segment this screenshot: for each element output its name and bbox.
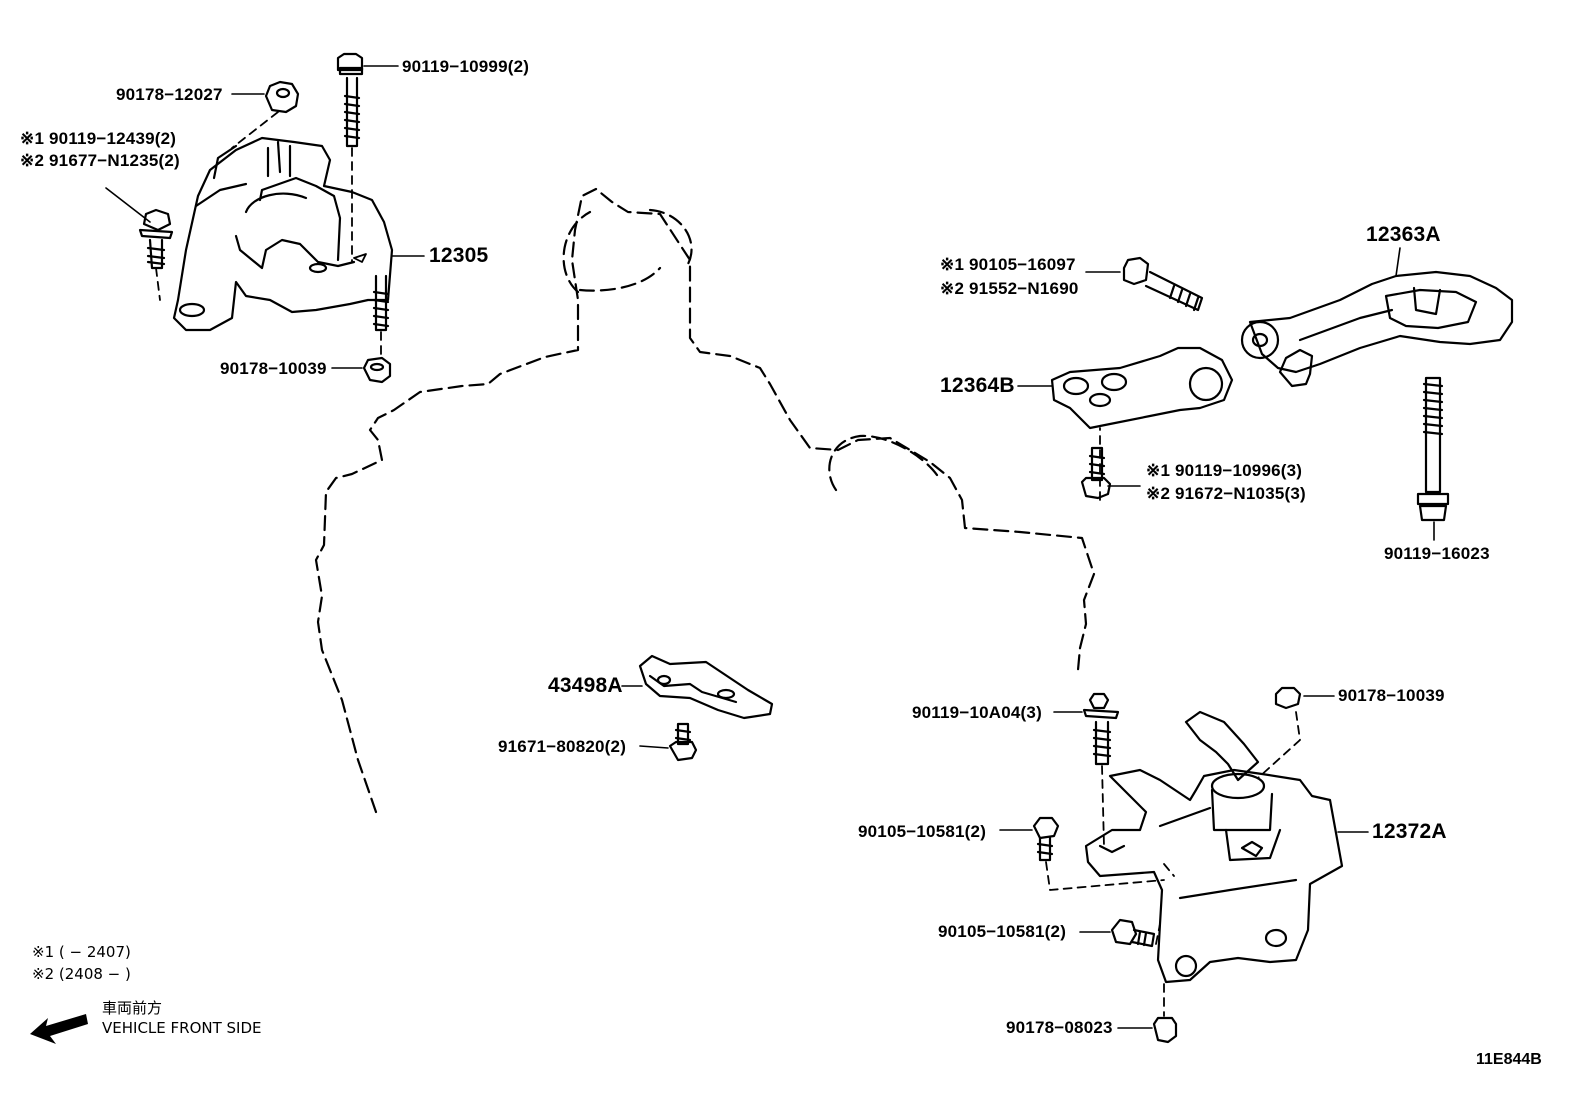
part-label-12305[interactable]: 12305 (429, 244, 489, 267)
bolt-90105-16097 (1122, 256, 1204, 312)
bolt-90105-10581-upper (1032, 816, 1060, 862)
nut-90178-10039-top (362, 356, 392, 384)
front-arrow-icon (30, 1014, 88, 1044)
applicability-note-1: ※1 ( − 2407) (32, 943, 131, 961)
nut-90178-10039-bottom (1274, 686, 1302, 710)
part-label-12363A[interactable]: 12363A (1366, 223, 1441, 246)
bolt-90119-10996 (1080, 446, 1112, 500)
part-label-43498A[interactable]: 43498A (548, 674, 623, 697)
part-label-91677-N1235[interactable]: ※2 91677−N1235(2) (20, 151, 180, 170)
part-label-90105-10581-upper[interactable]: 90105−10581(2) (858, 822, 987, 841)
engine-outline (314, 187, 1096, 814)
bolt-90105-10581-lower (1110, 918, 1156, 948)
part-label-90119-16023[interactable]: 90119−16023 (1384, 544, 1490, 563)
vehicle-front-label-jp: 車両前方 (102, 999, 163, 1017)
bolt-90119-10A04 (1082, 692, 1120, 766)
bracket-12364B (1050, 346, 1234, 430)
part-label-91672-N1035[interactable]: ※2 91672−N1035(3) (1146, 484, 1306, 503)
engine-boss (828, 434, 942, 492)
part-label-90178-10039-bottom[interactable]: 90178−10039 (1338, 686, 1445, 705)
applicability-note-2: ※2 (2408 − ) (32, 965, 131, 983)
bolt-91671-80820 (668, 722, 698, 762)
diagram-code: 11E844B (1476, 1051, 1542, 1068)
transmission-mount-12372A (1084, 710, 1344, 984)
part-label-90178-08023[interactable]: 90178−08023 (1006, 1018, 1113, 1037)
nut-90178-08023 (1152, 1016, 1178, 1044)
alignment-lines (155, 111, 1301, 1017)
part-label-91552-N1690[interactable]: ※2 91552−N1690 (940, 279, 1079, 298)
vehicle-front-label-en: VEHICLE FRONT SIDE (102, 1019, 262, 1037)
part-label-90119-10A04[interactable]: 90119−10A04(3) (912, 703, 1042, 722)
part-label-90178-12027[interactable]: 90178−12027 (116, 85, 223, 104)
bracket-43498A (638, 654, 774, 720)
bolt-90119-10999 (336, 52, 364, 148)
part-label-90119-10999[interactable]: 90119−10999(2) (402, 57, 530, 76)
part-label-90105-16097[interactable]: ※1 90105−16097 (940, 255, 1076, 274)
part-label-91671-80820[interactable]: 91671−80820(2) (498, 737, 627, 756)
engine-cover-dome (562, 208, 693, 294)
engine-mount-12305 (172, 136, 394, 332)
nut-90178-12027 (264, 80, 300, 114)
part-label-12364B[interactable]: 12364B (940, 374, 1015, 397)
part-label-90178-10039-top[interactable]: 90178−10039 (220, 359, 327, 378)
stud-12305 (372, 274, 390, 332)
bolt-90119-16023 (1416, 376, 1450, 522)
torque-rod-12363A (1240, 270, 1514, 388)
part-label-90105-10581-lower[interactable]: 90105−10581(2) (938, 922, 1067, 941)
part-label-90119-12439[interactable]: ※1 90119−12439(2) (20, 129, 177, 148)
part-label-90119-10996[interactable]: ※1 90119−10996(3) (1146, 461, 1303, 480)
bolt-90119-12439 (138, 208, 174, 270)
part-label-12372A[interactable]: 12372A (1372, 820, 1447, 843)
leader-lines (105, 65, 1435, 1029)
